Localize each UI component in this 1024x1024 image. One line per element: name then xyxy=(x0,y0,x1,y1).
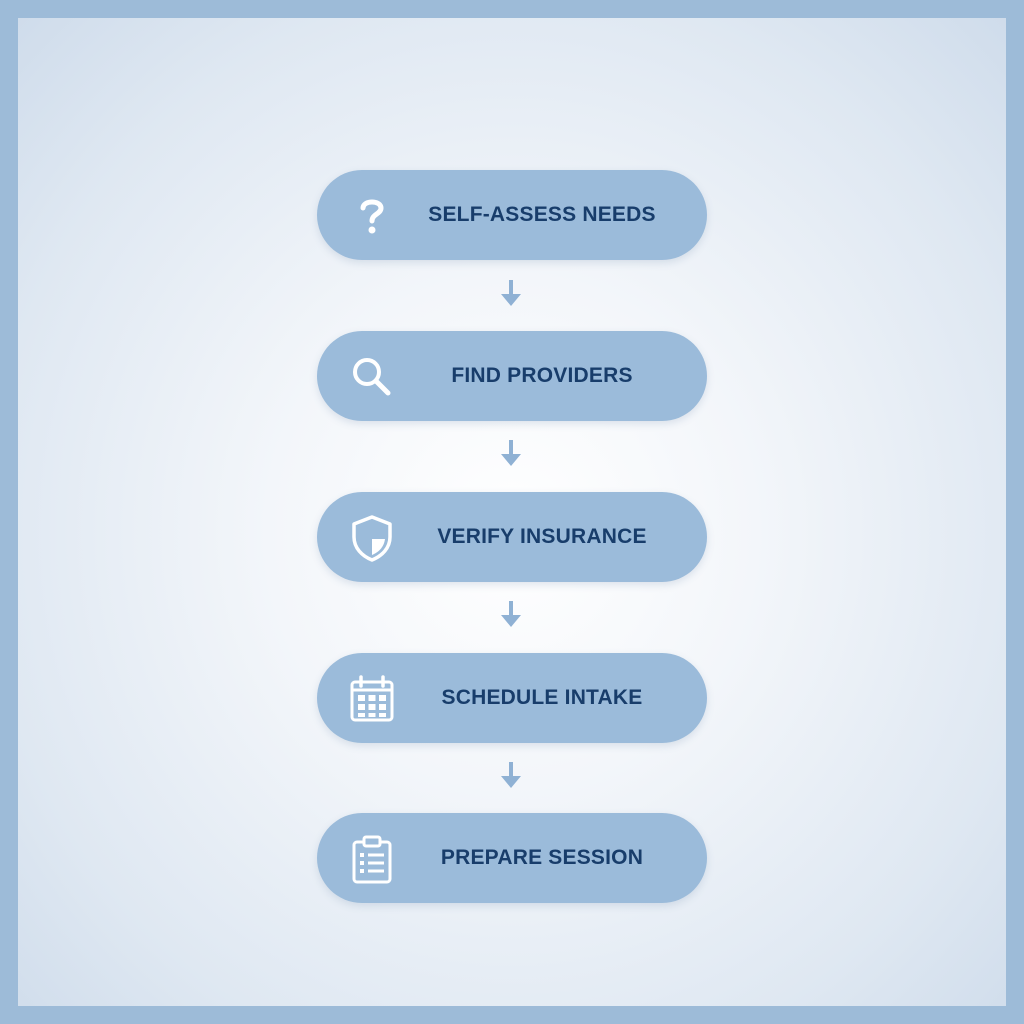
step-self-assess-needs: SELF-ASSESS NEEDS xyxy=(317,170,707,260)
step-label: PREPARE SESSION xyxy=(440,846,644,869)
arrow-down-icon xyxy=(498,599,524,631)
step-label: SELF-ASSESS NEEDS xyxy=(428,203,656,226)
calendar-icon xyxy=(347,674,397,724)
arrow-down-icon xyxy=(498,760,524,792)
shield-icon xyxy=(347,513,397,563)
step-label: VERIFY INSURANCE xyxy=(437,525,647,548)
step-verify-insurance: VERIFY INSURANCE xyxy=(317,492,707,582)
arrow-down-icon xyxy=(498,438,524,470)
step-prepare-session: PREPARE SESSION xyxy=(317,813,707,903)
step-schedule-intake: SCHEDULE INTAKE xyxy=(317,653,707,743)
clipboard-icon xyxy=(347,834,397,884)
step-label: FIND PROVIDERS xyxy=(451,364,633,387)
step-label: SCHEDULE INTAKE xyxy=(441,686,643,709)
step-find-providers: FIND PROVIDERS xyxy=(317,331,707,421)
question-mark-icon xyxy=(347,191,397,241)
arrow-down-icon xyxy=(498,278,524,310)
magnifier-icon xyxy=(347,352,397,402)
